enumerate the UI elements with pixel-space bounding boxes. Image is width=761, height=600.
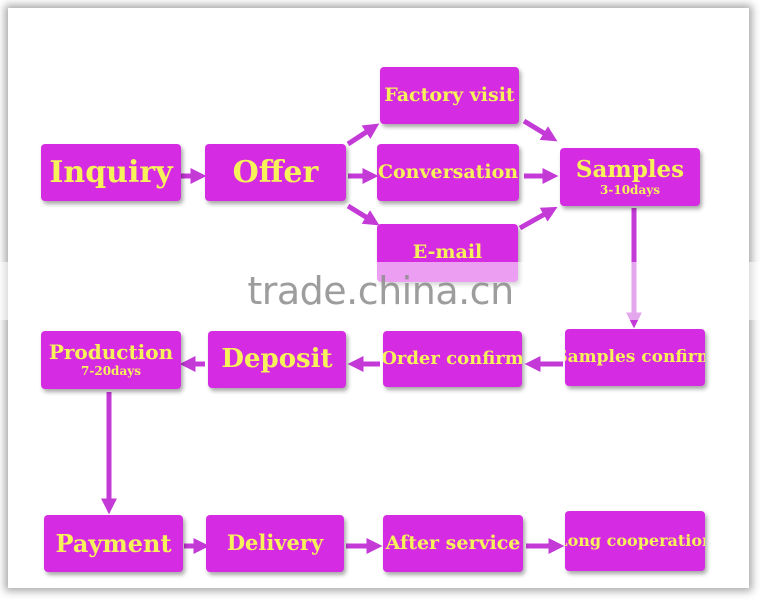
watermark: trade.china.cn	[0, 262, 761, 320]
node-samples-label: Samples	[575, 155, 685, 183]
arrow-offer-factory-visit	[346, 123, 380, 147]
node-order-confirm-label: Order confirm	[383, 347, 522, 369]
node-factory-visit: Factory visit	[380, 67, 519, 124]
node-after-service-label: After service	[385, 531, 521, 554]
node-production-duration: 7-20days	[81, 364, 141, 379]
node-inquiry: Inquiry	[41, 144, 181, 201]
node-conversation-label: Conversation	[377, 160, 519, 183]
node-after-service: After service	[383, 515, 523, 572]
node-production: Production 7-20days	[41, 331, 181, 389]
node-samples-confirm-label: Samples confirm	[565, 346, 705, 367]
node-long-cooperation: Long cooperation	[565, 511, 705, 571]
node-inquiry-label: Inquiry	[49, 154, 173, 190]
node-payment-label: Payment	[55, 528, 172, 558]
node-offer-label: Offer	[232, 154, 319, 190]
arrow-offer-email	[346, 203, 380, 226]
node-deposit: Deposit	[208, 331, 346, 388]
node-production-label: Production	[48, 340, 174, 365]
node-payment: Payment	[44, 515, 183, 572]
node-conversation: Conversation	[377, 144, 519, 201]
node-offer: Offer	[205, 144, 346, 201]
node-order-confirm: Order confirm	[383, 331, 522, 387]
node-samples-duration: 3-10days	[600, 182, 660, 197]
arrow-factory-visit-samples	[522, 118, 558, 142]
node-samples: Samples 3-10days	[560, 148, 700, 206]
node-delivery-label: Delivery	[226, 530, 324, 556]
watermark-text: trade.china.cn	[247, 269, 514, 313]
node-factory-visit-label: Factory visit	[384, 83, 515, 106]
node-email-label: E-mail	[412, 241, 483, 264]
arrow-email-samples	[518, 206, 558, 231]
node-deposit-label: Deposit	[221, 343, 333, 374]
node-samples-confirm: Samples confirm	[565, 329, 705, 386]
node-delivery: Delivery	[206, 515, 344, 572]
node-long-cooperation-label: Long cooperation	[565, 530, 705, 550]
